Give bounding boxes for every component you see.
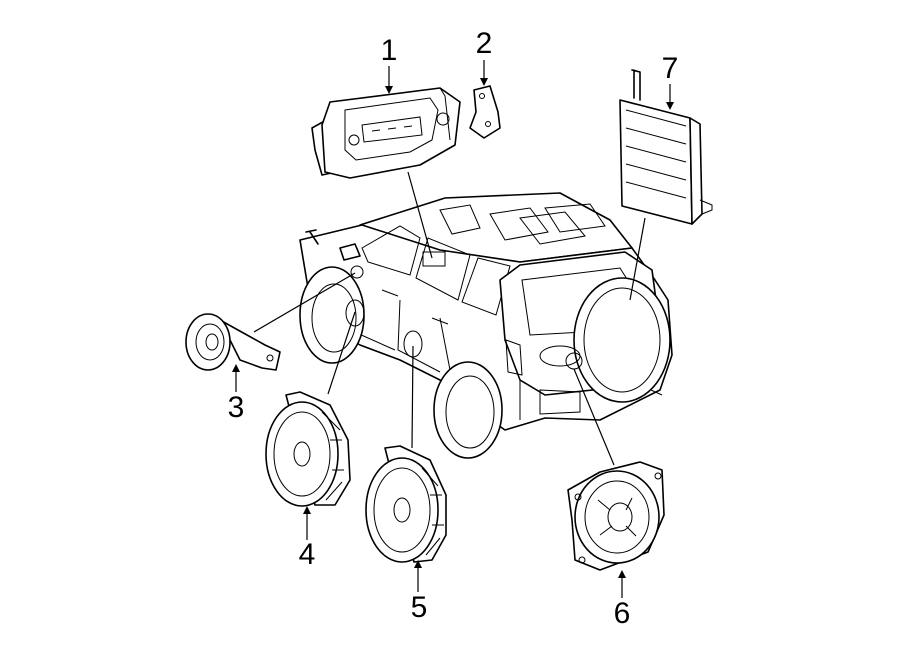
- callout-1: 1: [381, 34, 398, 67]
- callout-labels: 1 2 3 4 5 6 7: [228, 27, 679, 630]
- callout-7: 7: [662, 52, 679, 85]
- part-5-rear-door-speaker: [365, 445, 447, 563]
- part-6-rear-speaker: [567, 461, 665, 571]
- vehicle-illustration: [299, 192, 673, 459]
- callout-3: 3: [228, 391, 245, 424]
- callout-4: 4: [299, 538, 316, 571]
- part-2-bracket: [469, 85, 501, 139]
- leader-lines: [253, 171, 646, 466]
- part-3-tweeter: [185, 313, 281, 371]
- part-4-front-door-speaker: [265, 391, 351, 507]
- part-1-radio-receiver: [311, 87, 461, 179]
- callout-arrows: [232, 60, 674, 598]
- callout-2: 2: [476, 27, 493, 60]
- callout-5: 5: [411, 591, 428, 624]
- callout-6: 6: [614, 597, 631, 630]
- part-7-amplifier: [619, 69, 713, 225]
